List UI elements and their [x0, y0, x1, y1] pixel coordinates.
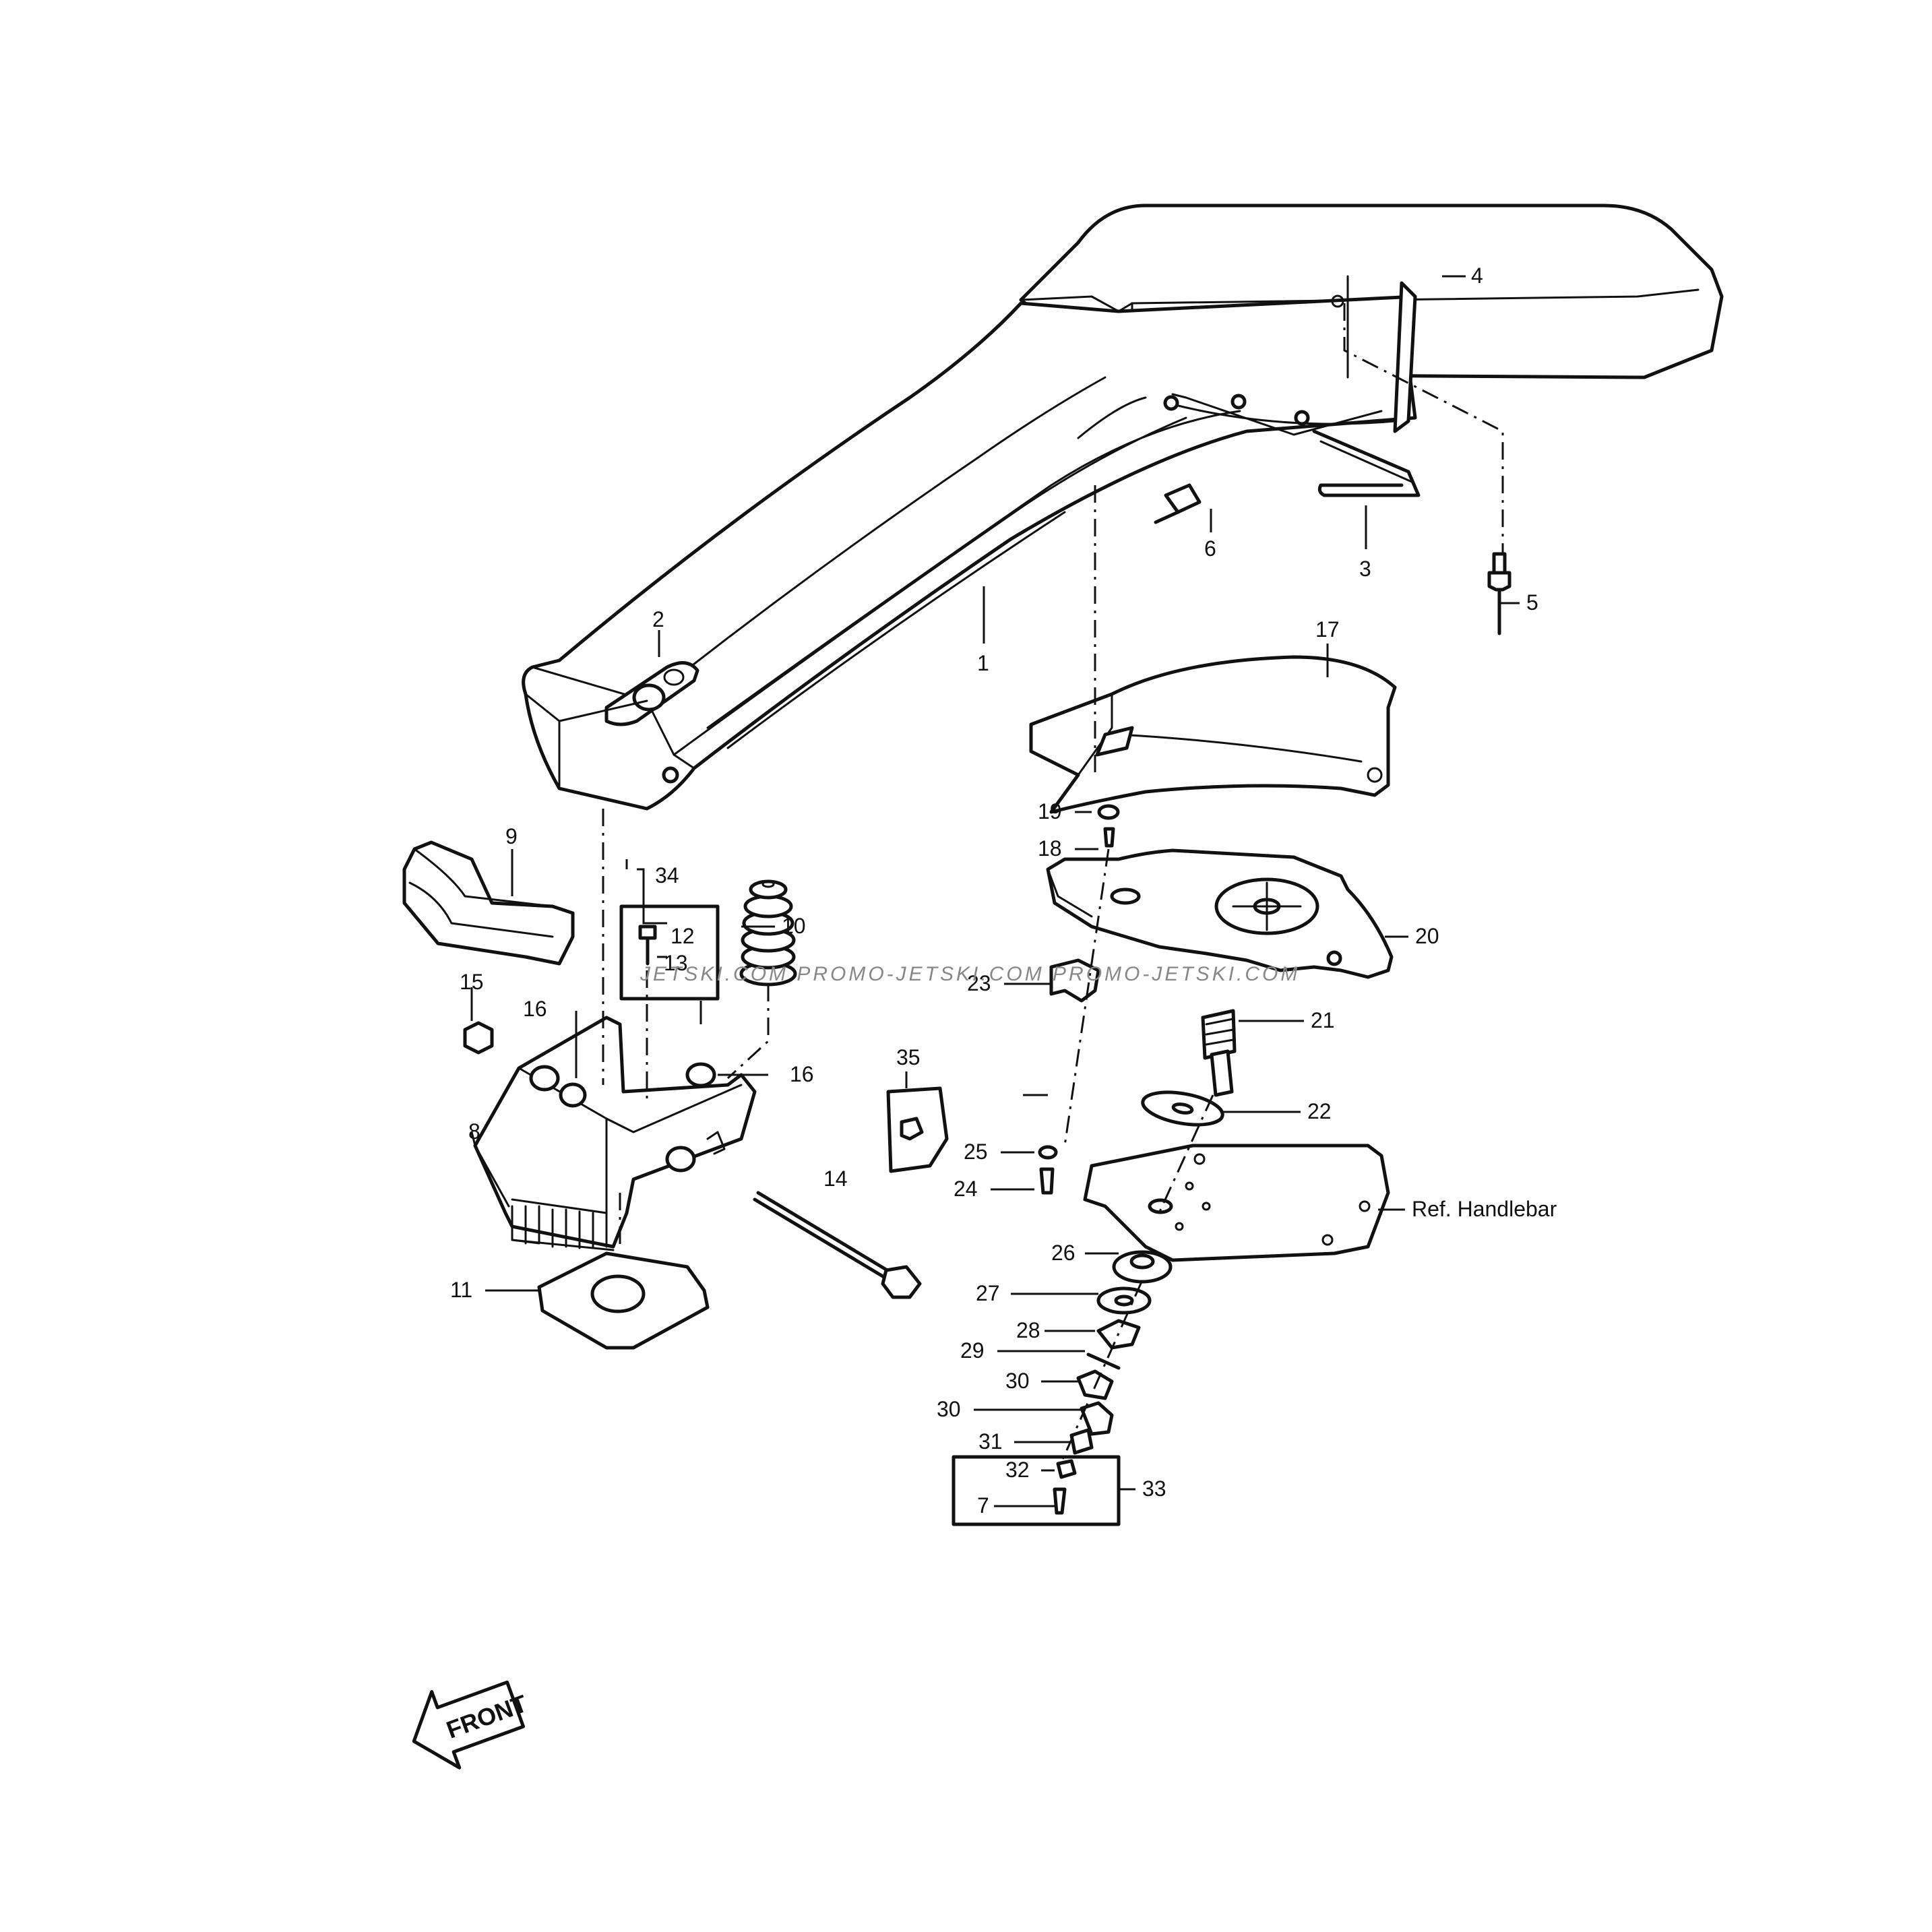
base-plate-part — [537, 1251, 710, 1350]
callout-15: 15 — [460, 970, 484, 994]
callout-23: 23 — [967, 971, 991, 995]
callout-27: 27 — [976, 1281, 1000, 1305]
callout-18: 18 — [1038, 836, 1062, 861]
alignment-lines — [602, 303, 1504, 1463]
callout-35: 35 — [896, 1045, 921, 1069]
callout-30b: 30 — [937, 1397, 961, 1421]
decal-35-part — [886, 1086, 949, 1173]
callout-21: 21 — [1311, 1008, 1335, 1032]
callout-1: 1 — [977, 651, 989, 675]
callout-13: 13 — [664, 951, 688, 975]
stud-part — [1201, 1009, 1237, 1097]
leader-lines — [470, 275, 1520, 1507]
strap-part — [1312, 429, 1421, 497]
callout-14: 14 — [823, 1166, 848, 1191]
rivet-part — [1487, 552, 1512, 635]
callout-17: 17 — [1315, 617, 1340, 642]
nut-15-part — [463, 1021, 494, 1055]
callout-34: 34 — [655, 863, 679, 887]
callout-22: 22 — [1307, 1099, 1332, 1123]
callout-19: 19 — [1038, 799, 1062, 823]
callout-labels: 1 2 3 4 5 6 7 8 9 10 11 12 13 14 15 16 1… — [450, 263, 1557, 1518]
callout-2: 2 — [652, 607, 664, 631]
callout-4: 4 — [1471, 263, 1483, 288]
kit-34-box — [619, 904, 720, 1001]
ref-handlebar-label: Ref. Handlebar — [1412, 1197, 1557, 1221]
bellows-part — [739, 879, 797, 987]
callout-24: 24 — [954, 1177, 978, 1201]
callout-33: 33 — [1142, 1476, 1166, 1501]
callout-16b: 16 — [790, 1062, 814, 1086]
callout-8: 8 — [468, 1119, 480, 1144]
screw-18-part — [1103, 827, 1115, 848]
callout-26: 26 — [1051, 1241, 1076, 1265]
callout-31: 31 — [978, 1429, 1003, 1454]
pad-9-part — [402, 840, 575, 966]
callout-20: 20 — [1415, 924, 1439, 948]
callout-29: 29 — [960, 1338, 985, 1363]
callout-28: 28 — [1016, 1318, 1040, 1342]
callout-30a: 30 — [1005, 1369, 1030, 1393]
screw-24-part — [1039, 1167, 1055, 1195]
washer-19-part — [1097, 804, 1120, 820]
bracket-plate-part — [1046, 848, 1394, 979]
callout-16a: 16 — [523, 997, 547, 1021]
steering-bracket-part — [473, 1016, 757, 1251]
steering-pole-part — [522, 204, 1724, 811]
washer-16a-part — [685, 1062, 716, 1088]
callout-11: 11 — [450, 1278, 472, 1302]
handlebar-plate — [1083, 1144, 1390, 1262]
callout-12: 12 — [671, 924, 695, 948]
watermark-text: JETSKI.COM PROMO-JETSKI.COM PROMO-JETSKI… — [640, 963, 1300, 985]
fastener-stack — [1069, 1250, 1173, 1455]
callout-9: 9 — [505, 824, 518, 848]
callout-3: 3 — [1359, 557, 1371, 581]
callout-25: 25 — [964, 1140, 988, 1164]
bolt-6-part — [1154, 483, 1202, 524]
callout-32: 32 — [1005, 1458, 1030, 1482]
washer-25-part — [1038, 1145, 1058, 1160]
kit-33-box — [952, 1455, 1121, 1526]
cover-part — [1029, 655, 1397, 814]
front-arrow: FRONT — [412, 1680, 530, 1770]
callout-5: 5 — [1526, 590, 1538, 615]
callout-7: 7 — [977, 1493, 989, 1518]
callout-10: 10 — [782, 914, 806, 938]
washer-22-part — [1141, 1090, 1224, 1127]
long-bolt-part — [753, 1191, 922, 1299]
callout-6: 6 — [1204, 536, 1216, 561]
